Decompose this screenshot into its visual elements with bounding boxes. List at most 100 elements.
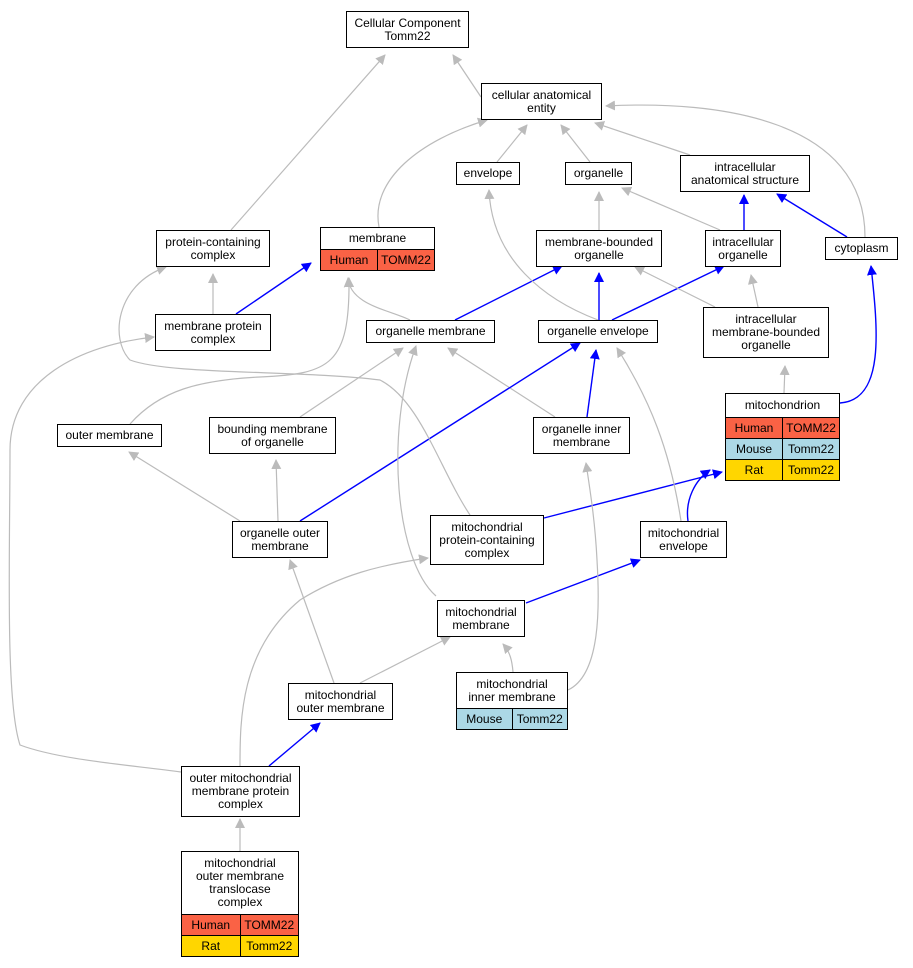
node-label: membrane [348, 231, 407, 245]
node-label: envelope [463, 166, 513, 180]
edge-outer-org-membrane-to-bounding [271, 459, 282, 522]
species-cell: Human [726, 418, 782, 438]
node-mitochondrial-protein-containing-complex[interactable]: mitochondrial protein-containing complex [430, 515, 544, 565]
edge-envelope-to-anatomical-entity [496, 124, 528, 163]
gene-cell: Tomm22 [782, 460, 839, 480]
species-cell: Human [182, 915, 240, 935]
node-label: mitochondrial inner membrane [468, 676, 556, 704]
gene-cell: TOMM22 [782, 418, 839, 438]
annotation-row: Mouse Tomm22 [726, 438, 839, 459]
gene-cell: Tomm22 [511, 709, 567, 729]
edge-mito-inner-membrane-to-mito-membrane [502, 643, 514, 673]
node-intracellular-anatomical-structure[interactable]: intracellular anatomical structure [680, 155, 810, 192]
node-label: Cellular Component Tomm22 [354, 15, 461, 43]
node-label: mitochondrion [744, 398, 821, 412]
edge-intracellular-structure-to-anatomical-entity [594, 121, 691, 156]
node-organelle-outer-membrane[interactable]: organelle outer membrane [232, 521, 328, 558]
node-mitochondrial-outer-membrane-translocase-complex[interactable]: mitochondrial outer membrane translocase… [181, 851, 299, 957]
edge-mito-outer-membrane-to-mito-membrane [359, 636, 451, 684]
node-label: membrane-bounded organelle [544, 234, 654, 262]
gene-cell: Tomm22 [782, 439, 839, 459]
edge-imbo-to-intracellular-organelle [748, 274, 759, 308]
node-organelle-membrane[interactable]: organelle membrane [366, 320, 495, 343]
species-cell: Rat [182, 936, 240, 956]
edge-bounding-membrane-to-organelle-membrane [299, 347, 404, 418]
node-bounding-membrane-of-organelle[interactable]: bounding membrane of organelle [209, 417, 336, 454]
edge-inner-membrane-part-of-envelope [586, 349, 600, 418]
edge-membrane-to-anatomical-entity [377, 117, 488, 228]
annotation-row: Human TOMM22 [726, 417, 839, 438]
annotation-row: Rat Tomm22 [726, 459, 839, 480]
edge-mitochondrion-to-imbo [779, 365, 790, 394]
node-mitochondrial-inner-membrane[interactable]: mitochondrial inner membrane Mouse Tomm2… [456, 672, 568, 730]
edge-anatomical-entity-to-root [452, 54, 482, 98]
node-mitochondrial-membrane[interactable]: mitochondrial membrane [437, 600, 525, 637]
edge-imbo-to-mb-organelle [634, 266, 716, 308]
node-membrane-bounded-organelle[interactable]: membrane-bounded organelle [536, 230, 662, 267]
node-cellular-anatomical-entity[interactable]: cellular anatomical entity [481, 83, 602, 120]
edge-membrane-protein-complex-part-of-membrane [235, 262, 312, 315]
node-cytoplasm[interactable]: cytoplasm [825, 237, 898, 260]
node-label: intracellular organelle [712, 234, 774, 262]
annotation-row: Rat Tomm22 [182, 935, 298, 956]
edge-outer-org-membrane-part-of-envelope [299, 342, 581, 522]
node-label: mitochondrial membrane [445, 604, 517, 632]
edge-mito-envelope-to-organelle-envelope [616, 347, 682, 522]
node-label: intracellular anatomical structure [690, 159, 800, 187]
edge-omm-complex-to-membrane-protein-complex [8, 332, 182, 773]
edge-omm-complex-to-mito-complex [239, 554, 429, 767]
node-label: mitochondrial protein-containing complex [439, 519, 535, 560]
node-label: bounding membrane of organelle [217, 421, 328, 449]
edge-mito-membrane-part-of-mito-envelope [525, 558, 641, 604]
node-label: cytoplasm [834, 241, 889, 255]
annotation-row: Mouse Tomm22 [457, 708, 567, 729]
annotation-row: Human TOMM22 [182, 914, 298, 935]
node-label: membrane protein complex [164, 318, 262, 346]
edge-outer-membrane-to-membrane [129, 277, 355, 425]
edge-cytoplasm-part-of-structure [776, 193, 848, 238]
edge-intracellular-organelle-to-organelle [621, 186, 721, 231]
species-cell: Mouse [726, 439, 782, 459]
node-mitochondrion[interactable]: mitochondrion Human TOMM22 Mouse Tomm22 … [725, 393, 840, 481]
node-label: mitochondrial outer membrane translocase… [195, 856, 285, 909]
node-label: outer mitochondrial membrane protein com… [189, 771, 292, 811]
edge-organelle-envelope-part-of-intracellular-organelle [611, 265, 725, 321]
node-label: mitochondrial envelope [647, 525, 720, 553]
annotation-row: Human TOMM22 [321, 249, 434, 270]
node-label: protein-containing complex [165, 234, 261, 262]
node-label: cellular anatomical entity [491, 87, 592, 115]
edge-outer-org-membrane-to-outer-membrane [128, 451, 241, 522]
gene-cell: TOMM22 [377, 250, 434, 270]
node-protein-containing-complex[interactable]: protein-containing complex [156, 230, 270, 267]
node-envelope[interactable]: envelope [456, 162, 520, 185]
gene-cell: Tomm22 [239, 936, 298, 956]
node-mitochondrial-envelope[interactable]: mitochondrial envelope [640, 521, 727, 558]
node-mitochondrial-outer-membrane[interactable]: mitochondrial outer membrane [288, 683, 393, 720]
edge-mito-complex-to-protein-complex [118, 265, 471, 516]
edge-organelle-membrane-part-of-mb-organelle [454, 265, 563, 321]
node-outer-membrane[interactable]: outer membrane [57, 424, 162, 447]
node-organelle-inner-membrane[interactable]: organelle inner membrane [533, 417, 630, 454]
node-organelle[interactable]: organelle [565, 162, 632, 185]
edge-mito-complex-part-of-mitochondrion [543, 469, 723, 519]
node-intracellular-organelle[interactable]: intracellular organelle [705, 230, 781, 267]
edge-omm-complex-part-of-mito-outer-membrane [268, 722, 321, 767]
edge-mito-membrane-to-organelle-membrane [397, 345, 437, 597]
node-label: organelle outer membrane [239, 525, 321, 553]
node-label: organelle membrane [375, 324, 486, 338]
edge-protein-complex-to-root [230, 54, 386, 231]
node-organelle-envelope[interactable]: organelle envelope [538, 320, 658, 343]
node-membrane[interactable]: membrane Human TOMM22 [320, 227, 435, 271]
root-node-cellular-component[interactable]: Cellular Component Tomm22 [346, 11, 469, 48]
edge-mito-inner-membrane-to-organelle-inner-membrane [567, 462, 599, 691]
node-intracellular-membrane-bounded-organelle[interactable]: intracellular membrane-bounded organelle [703, 307, 829, 358]
node-label: organelle [573, 166, 624, 180]
node-label: organelle inner membrane [541, 421, 622, 449]
edge-mito-envelope-part-of-mitochondrion [686, 469, 711, 522]
edge-organelle-envelope-to-envelope [484, 189, 599, 321]
node-outer-mitochondrial-membrane-protein-complex[interactable]: outer mitochondrial membrane protein com… [181, 766, 300, 817]
edge-inner-membrane-to-organelle-membrane [447, 347, 556, 418]
node-membrane-protein-complex[interactable]: membrane protein complex [155, 314, 271, 351]
